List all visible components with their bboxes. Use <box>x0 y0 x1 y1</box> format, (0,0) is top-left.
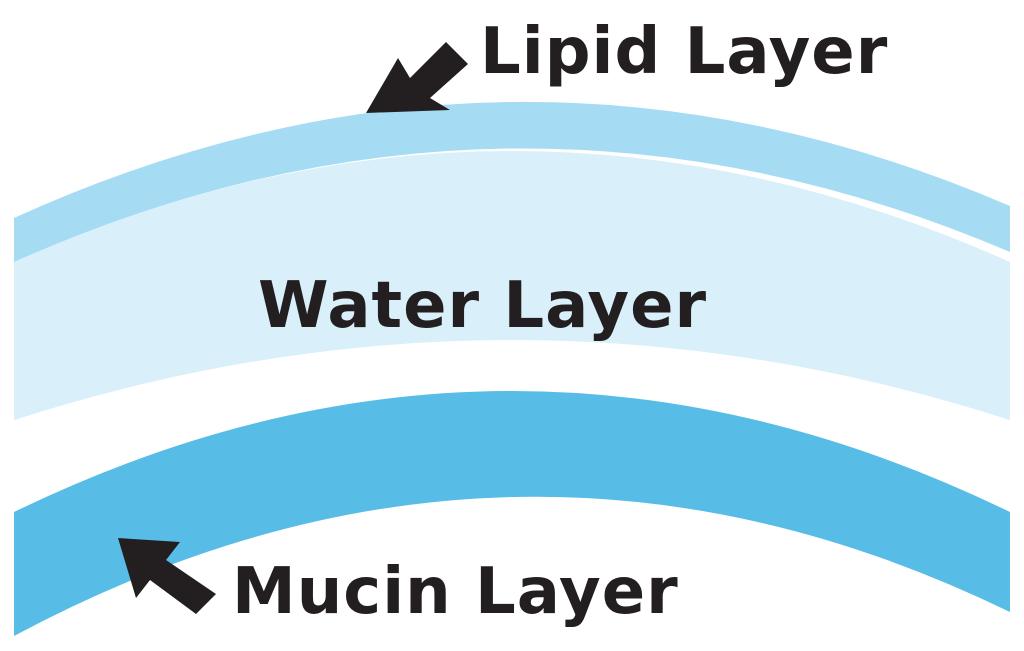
water-layer-label: Water Layer <box>258 269 708 343</box>
water-layer-band <box>14 151 1010 420</box>
arrow-icon <box>118 538 216 614</box>
lipid-layer-band <box>14 101 1010 262</box>
mucin-layer-band <box>14 391 1010 636</box>
mucin-layer-label: Mucin Layer <box>232 555 679 629</box>
arrow-icon <box>366 42 468 113</box>
lipid-layer-label: Lipid Layer <box>480 15 889 89</box>
